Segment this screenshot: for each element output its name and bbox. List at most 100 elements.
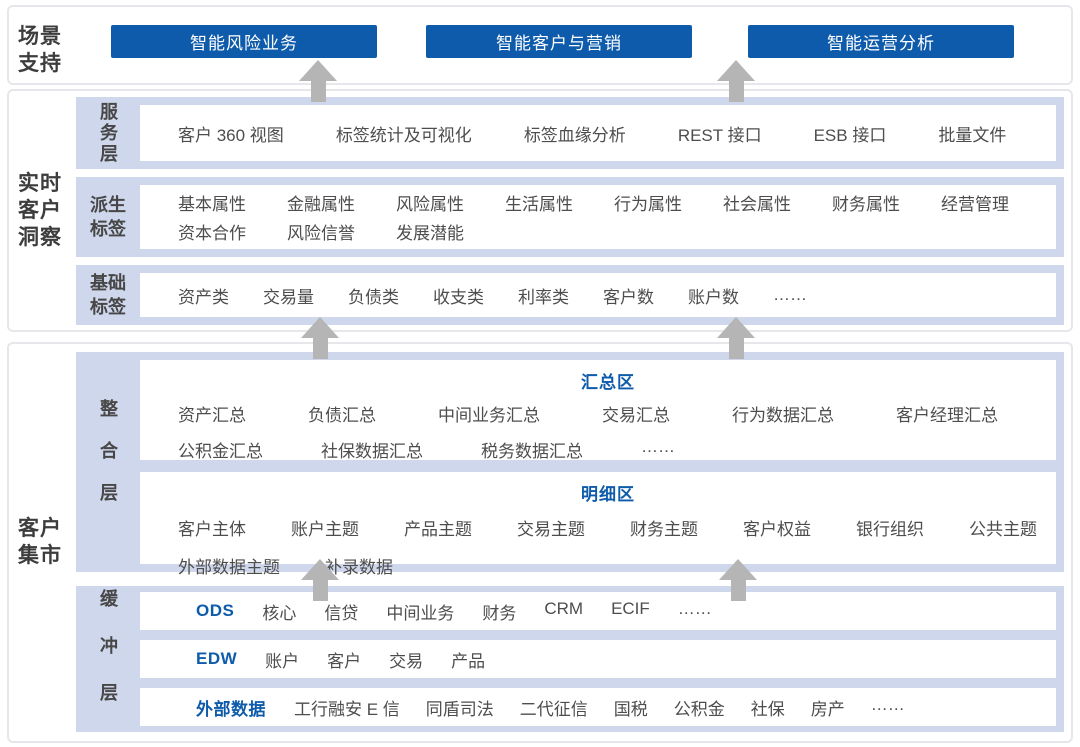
derived-tags-band: 派生标签 基本属性金融属性风险属性生活属性行为属性社会属性财务属性经营管理 资本… <box>76 177 1064 257</box>
base-tags-label-text: 基础标签 <box>90 273 126 317</box>
item: 银行组织 <box>856 520 924 539</box>
arrow-up-icon <box>717 317 755 359</box>
item: 社会属性 <box>723 194 791 214</box>
scene-button-operation-analysis[interactable]: 智能运营分析 <box>748 25 1014 58</box>
item: 公积金 <box>673 699 725 719</box>
item: …… <box>677 598 712 618</box>
item: 标签血缘分析 <box>523 125 626 145</box>
item: 经营管理 <box>941 194 1009 214</box>
arrow-up-icon <box>301 559 339 601</box>
item: CRM <box>544 598 584 618</box>
item: …… <box>641 437 675 456</box>
base-tags-label: 基础标签 <box>76 265 140 325</box>
item: 账户 <box>265 651 300 671</box>
buffer-layer-label: 缓冲层 <box>76 586 140 732</box>
item: 核心 <box>262 603 297 623</box>
item: 财务属性 <box>832 194 900 214</box>
item: 国税 <box>613 699 648 719</box>
summary-zone-line2: 公积金汇总 社保数据汇总 税务数据汇总 …… <box>178 437 1056 462</box>
service-layer-items: 客户 360 视图 标签统计及可视化 标签血缘分析 REST 接口 ESB 接口 批量文件 <box>140 105 1056 161</box>
item: 补录数据 <box>325 558 393 577</box>
item: 负债类 <box>348 287 399 307</box>
item: 发展潜能 <box>396 224 464 244</box>
item: 社保 <box>750 699 785 719</box>
item: 账户主题 <box>291 520 359 539</box>
integration-layer-band: 整合层 汇总区 资产汇总负债汇总中间业务汇总交易汇总行为数据汇总客户经理汇总 公… <box>76 352 1064 577</box>
item: 工行融安 E 信 <box>294 699 400 719</box>
detail-zone-line2: 外部数据主题 补录数据 <box>178 553 1056 578</box>
arrow-up-icon <box>717 60 755 102</box>
arrow-up-icon <box>719 559 757 601</box>
item: 税务数据汇总 <box>481 442 583 461</box>
item: 金融属性 <box>287 194 355 214</box>
summary-zone-box: 汇总区 资产汇总负债汇总中间业务汇总交易汇总行为数据汇总客户经理汇总 公积金汇总… <box>140 360 1056 462</box>
item: 客户 <box>327 651 362 671</box>
item: 利率类 <box>518 287 569 307</box>
base-tags-items: 资产类交易量负债类收支类利率类客户数账户数…… <box>140 273 1056 317</box>
item: ESB 接口 <box>813 125 887 145</box>
item: 中间业务 <box>386 603 455 623</box>
item: REST 接口 <box>677 125 762 145</box>
derived-tags-box: 基本属性金融属性风险属性生活属性行为属性社会属性财务属性经营管理 资本合作风险信… <box>140 185 1056 249</box>
summary-zone-line1: 资产汇总负债汇总中间业务汇总交易汇总行为数据汇总客户经理汇总 <box>178 401 1056 426</box>
item: 产品 <box>451 651 486 671</box>
item: 社保数据汇总 <box>321 442 423 461</box>
detail-zone-line1: 客户主体账户主题产品主题交易主题财务主题客户权益银行组织公共主题 <box>178 515 1056 540</box>
item: 交易量 <box>263 287 314 307</box>
item: 资本合作 <box>178 224 246 244</box>
item: 交易主题 <box>517 520 585 539</box>
item: 账户数 <box>688 287 739 307</box>
item: ECIF <box>611 598 650 618</box>
item: 资产汇总 <box>178 406 246 425</box>
external-source-name: 外部数据 <box>196 699 266 719</box>
derived-tags-line2: 资本合作风险信誉发展潜能 <box>178 219 1056 244</box>
item: 公共主题 <box>969 520 1037 539</box>
item: 外部数据主题 <box>178 558 280 577</box>
item: 中间业务汇总 <box>438 406 540 425</box>
item: 资产类 <box>178 287 229 307</box>
integration-layer-label-text: 整合层 <box>98 399 118 525</box>
item: 行为属性 <box>614 194 682 214</box>
service-layer-band: 服务层 客户 360 视图 标签统计及可视化 标签血缘分析 REST 接口 ESB 接口… <box>76 97 1064 169</box>
item: 产品主题 <box>404 520 472 539</box>
derived-tags-label: 派生标签 <box>76 177 140 257</box>
scene-support-label: 场景支持 <box>18 25 62 75</box>
buffer-layer-label-text: 缓冲层 <box>98 588 118 730</box>
item: …… <box>870 694 905 714</box>
edw-source-name: EDW <box>196 649 238 668</box>
item: 公积金汇总 <box>178 442 263 461</box>
derived-tags-label-text: 派生标签 <box>90 195 126 239</box>
item: 批量文件 <box>938 125 1007 145</box>
item: 交易汇总 <box>602 406 670 425</box>
summary-zone-title: 汇总区 <box>581 373 635 392</box>
detail-zone-box: 明细区 客户主体账户主题产品主题交易主题财务主题客户权益银行组织公共主题 外部数… <box>140 472 1056 577</box>
item: 标签统计及可视化 <box>335 125 472 145</box>
item: 同盾司法 <box>425 699 494 719</box>
item: 客户主体 <box>178 520 246 539</box>
integration-layer-label: 整合层 <box>76 352 140 572</box>
item: 交易 <box>389 651 424 671</box>
realtime-insight-label: 实时客户洞察 <box>18 172 62 249</box>
scene-button-customer-marketing[interactable]: 智能客户与营销 <box>426 25 692 58</box>
derived-tags-line1: 基本属性金融属性风险属性生活属性行为属性社会属性财务属性经营管理 <box>178 190 1056 215</box>
item: 客户数 <box>603 287 654 307</box>
scene-button-risk[interactable]: 智能风险业务 <box>111 25 377 58</box>
service-layer-label: 服务层 <box>76 97 140 169</box>
item: 房产 <box>810 699 845 719</box>
item: 客户 360 视图 <box>178 125 284 145</box>
item: 基本属性 <box>178 194 246 214</box>
item: 行为数据汇总 <box>732 406 834 425</box>
item: 财务主题 <box>630 520 698 539</box>
item: 收支类 <box>433 287 484 307</box>
item: 风险属性 <box>396 194 464 214</box>
buffer-row-edw: EDW 账户 客户 交易 产品 <box>140 640 1056 678</box>
arrow-up-icon <box>299 60 337 102</box>
item: 负债汇总 <box>308 406 376 425</box>
service-layer-label-text: 服务层 <box>98 101 118 165</box>
arrow-up-icon <box>301 317 339 359</box>
customer-mart-label: 客户集市 <box>18 517 62 567</box>
detail-zone-title: 明细区 <box>581 485 635 504</box>
